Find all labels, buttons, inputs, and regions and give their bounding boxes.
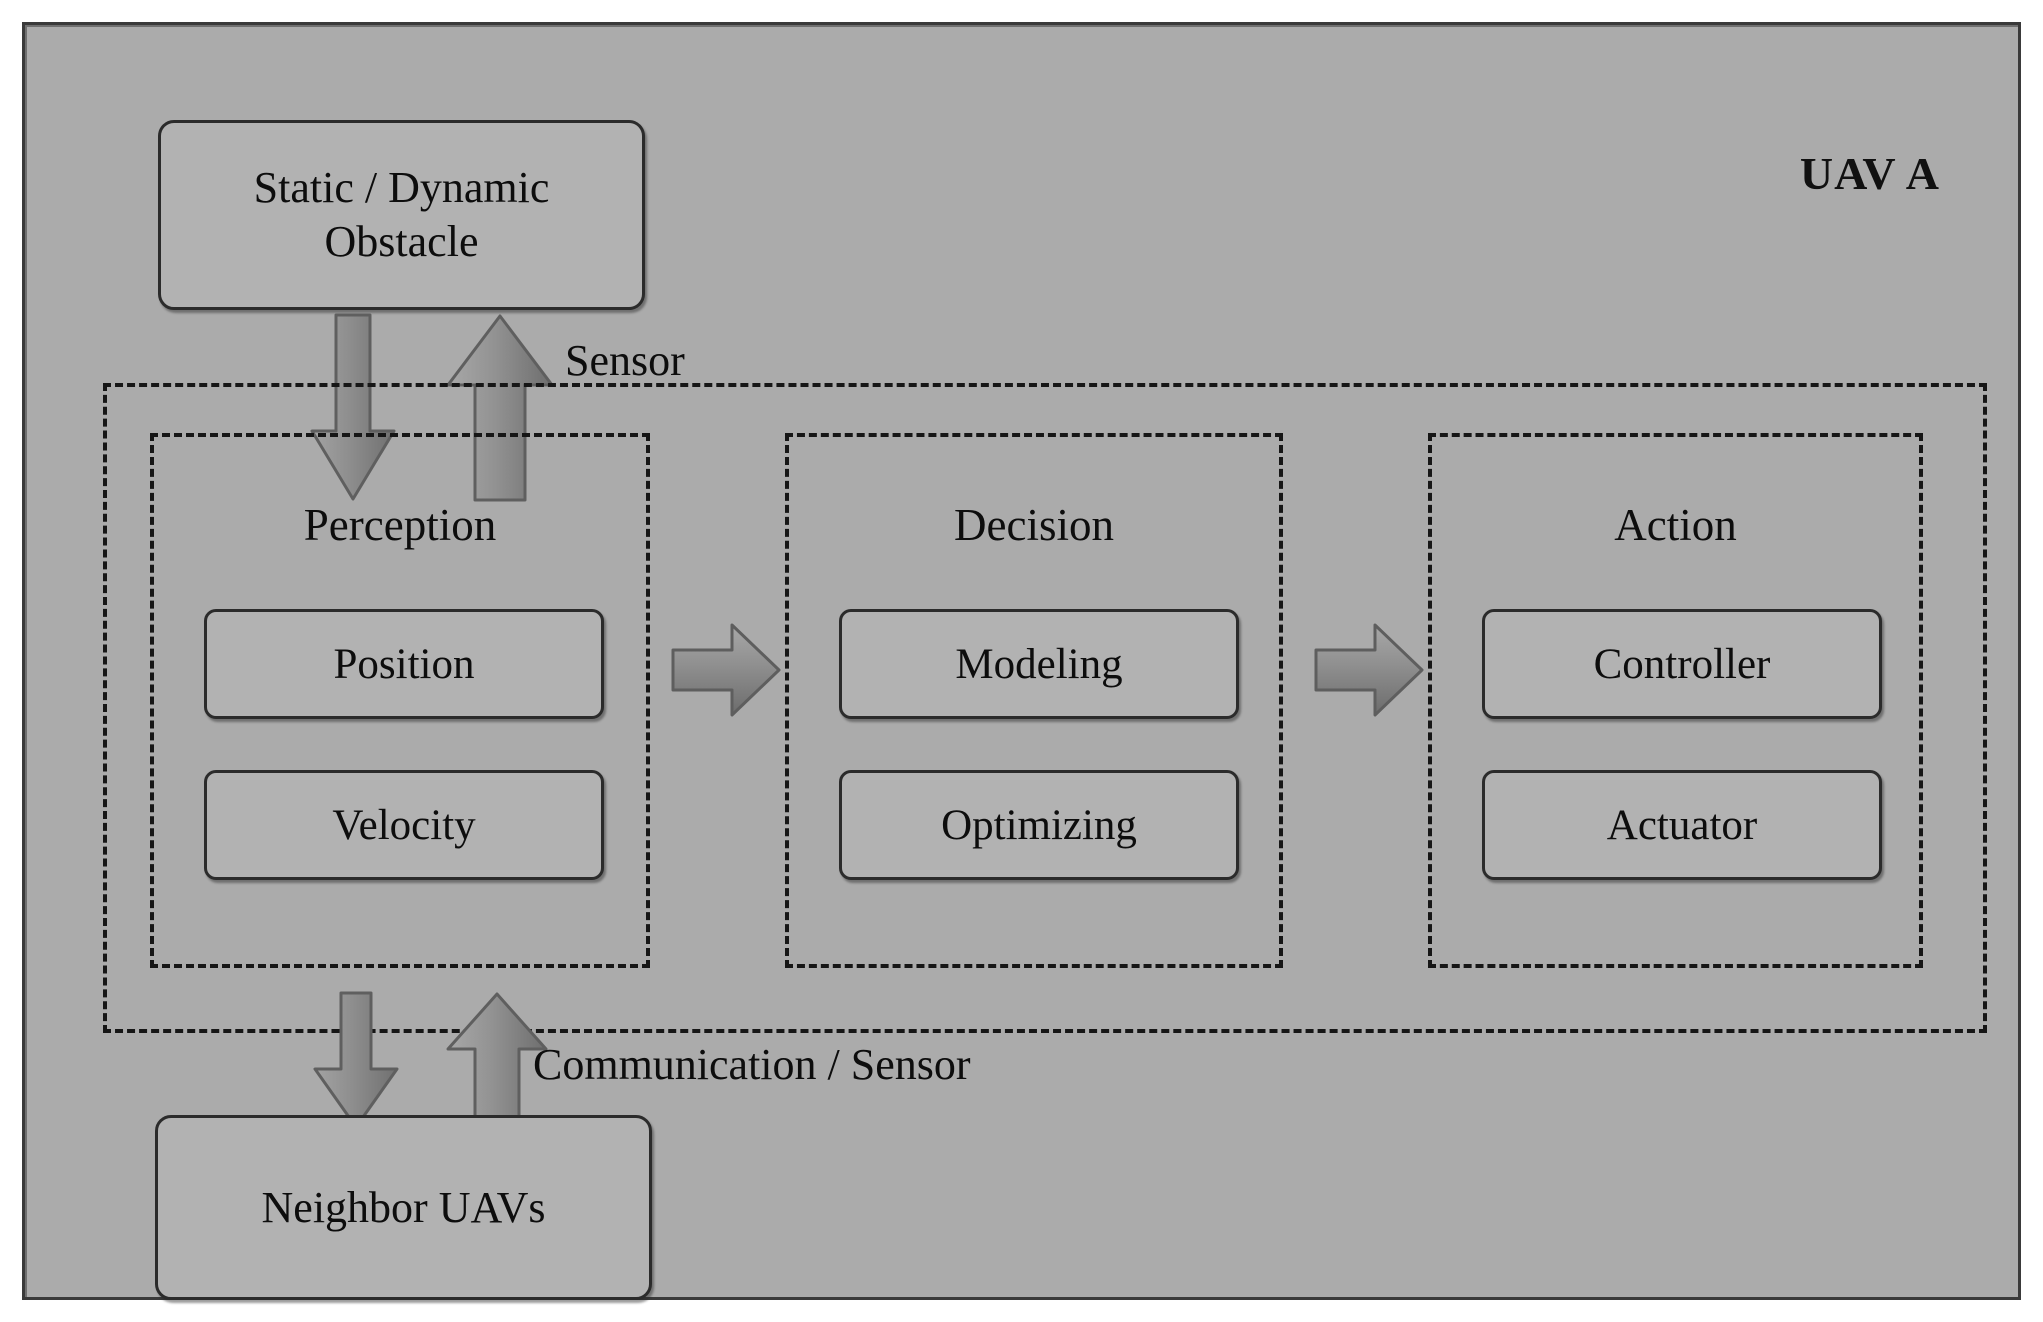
- sensor-edge-label: Sensor: [565, 336, 685, 385]
- arrow-right-icon-decision-to-action: [1313, 622, 1425, 718]
- communication-sensor-edge-label: Communication / Sensor: [533, 1040, 971, 1089]
- group-perception-title: Perception: [303, 500, 497, 550]
- sub-box-modeling: Modeling: [839, 609, 1239, 719]
- obstacle-label-line1: Static / Dynamic: [253, 163, 550, 213]
- obstacle-label-line2: Obstacle: [324, 217, 479, 266]
- group-action: Action Controller Actuator: [1428, 433, 1923, 968]
- sub-box-controller: Controller: [1482, 609, 1882, 719]
- group-decision: Decision Modeling Optimizing: [785, 433, 1283, 968]
- uav-a-frame: UAV A Static / Dynamic Obstacle: [22, 22, 2021, 1300]
- neighbor-uavs-node: Neighbor UAVs: [155, 1115, 652, 1300]
- group-action-title: Action: [1614, 500, 1737, 550]
- group-perception: Perception Position Velocity: [150, 433, 650, 968]
- arrow-down-icon-obstacle-to-perception: [310, 313, 396, 503]
- arrow-right-icon-perception-to-decision: [670, 622, 782, 718]
- page-title: UAV A: [1799, 148, 1940, 199]
- internal-pipeline-container: [103, 383, 1987, 1033]
- sub-box-velocity: Velocity: [204, 770, 604, 880]
- group-decision-title: Decision: [954, 500, 1114, 550]
- sub-box-position: Position: [204, 609, 604, 719]
- neighbor-uavs-label: Neighbor UAVs: [261, 1183, 546, 1232]
- sub-box-optimizing: Optimizing: [839, 770, 1239, 880]
- arrow-down-icon-to-neighbor: [313, 991, 399, 1131]
- sub-box-actuator: Actuator: [1482, 770, 1882, 880]
- obstacle-node: Static / Dynamic Obstacle: [158, 120, 645, 310]
